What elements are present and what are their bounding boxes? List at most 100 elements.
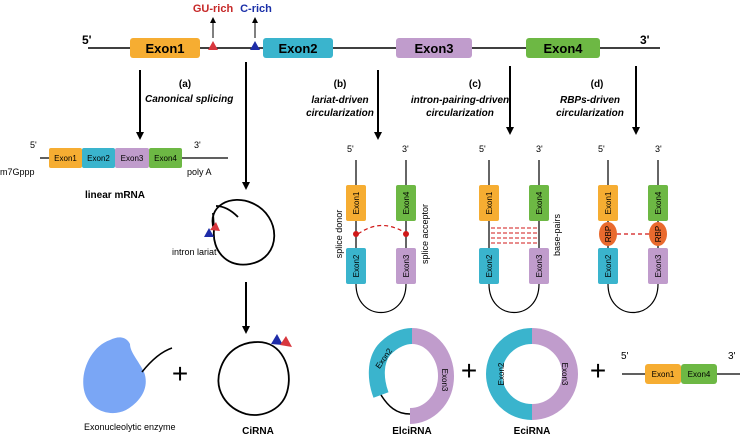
mrna-exon1: [49, 148, 82, 168]
panel-d-rbp-right-label: RBP: [654, 226, 663, 242]
panel-c-exon1-label: Exon1: [485, 191, 494, 214]
panel-d-exon4: [648, 185, 668, 221]
exon4-block: [526, 38, 600, 58]
step-d-line2: circularization: [556, 108, 624, 119]
panel-b-acceptor-dot: [403, 231, 409, 237]
splice-acceptor-label: splice acceptor: [420, 204, 430, 264]
enzyme-label: Exonucleolytic enzyme: [84, 422, 176, 432]
exon4-label: Exon4: [543, 41, 583, 56]
panel-d-exon1-label: Exon1: [604, 191, 613, 214]
exon3-block: [396, 38, 472, 58]
cirna: CiRNA: [217, 334, 292, 437]
mrna-exon4: [149, 148, 182, 168]
panel-d-rbp-left: [599, 222, 617, 246]
panel-c-five-prime: 5': [479, 144, 486, 154]
step-c-line1: intron-pairing-driven: [411, 95, 509, 106]
linear-product-exon1: [645, 364, 681, 384]
mrna-three-prime-label: 3': [194, 140, 201, 150]
panel-d-rbp-right: [649, 222, 667, 246]
mrna-exon1-label: Exon1: [54, 154, 77, 163]
step-a-label: Canonical splicing: [145, 94, 233, 105]
mrna-exon4-label: Exon4: [154, 154, 177, 163]
c-rich-label: C-rich: [240, 3, 272, 15]
linear-mrna: 5' 3' m7Gppp poly A Exon1 Exon2 Exon3 Ex…: [0, 140, 228, 201]
mrna-polya-label: poly A: [187, 167, 212, 177]
panel-b-exon4: [396, 185, 416, 221]
intron-lariat-label: intron lariat: [172, 247, 217, 257]
cirna-label: CiRNA: [242, 426, 274, 437]
ecirna-exon2-arc: [486, 328, 533, 420]
panel-b-exon4-label: Exon4: [402, 191, 411, 214]
panel-b-exon1-label: Exon1: [352, 191, 361, 214]
mrna-exon2: [82, 148, 115, 168]
panel-b-donor-dot: [353, 231, 359, 237]
panel-c-base-pair-lines: [491, 227, 537, 244]
panel-b-exon1: [346, 185, 366, 221]
panel-c-exon4-label: Exon4: [535, 191, 544, 214]
base-pairs-label: base-pairs: [552, 213, 562, 256]
enzyme-blob: [83, 337, 146, 414]
elcirna-exon2-arc: [368, 328, 413, 398]
mrna-exon3-label: Exon3: [121, 154, 144, 163]
splice-donor-label: splice donor: [334, 210, 344, 259]
step-d-line1: RBPs-driven: [560, 95, 620, 106]
exon1-label: Exon1: [145, 41, 184, 56]
linear-product-exon1-label: Exon1: [652, 370, 675, 379]
panel-c-three-prime: 3': [536, 144, 543, 154]
linear-product-exon4-label: Exon4: [688, 370, 711, 379]
panel-b-five-prime: 5': [347, 144, 354, 154]
plus-sign-1: +: [172, 358, 188, 389]
panel-d-exon2: [598, 248, 618, 284]
panel-b-exon3-label: Exon3: [402, 254, 411, 277]
elcirna-exon3-label: Exon3: [440, 369, 449, 392]
linear-product-exon4: [681, 364, 717, 384]
panel-c-exon2: [479, 248, 499, 284]
panel-d-five-prime: 5': [598, 144, 605, 154]
panel-b-exon2-label: Exon2: [352, 254, 361, 277]
panel-b-splice-link: [357, 224, 405, 235]
intron-lariat: intron lariat: [172, 199, 276, 266]
elcirna: Exon2 Exon3 ElciRNA: [368, 328, 455, 437]
linear-product-three-prime: 3': [728, 351, 736, 362]
panel-d-three-prime: 3': [655, 144, 662, 154]
mrna-cap-label: m7Gppp: [0, 167, 35, 177]
exonucleolytic-enzyme: Exonucleolytic enzyme: [83, 337, 176, 432]
elcirna-exon3-arc: [409, 328, 455, 424]
exon2-block: [263, 38, 333, 58]
exon1-block: [130, 38, 200, 58]
step-b-line2: circularization: [306, 108, 374, 119]
ecirna: Exon2 Exon3 EciRNA: [486, 328, 578, 437]
panel-c-intron-pairing: 5' 3' Exon1 Exon4 Exon2 Exon3 base-pairs: [479, 144, 562, 314]
panel-d-rbp-left-label: RBP: [604, 226, 613, 242]
ecirna-label: EciRNA: [514, 426, 551, 437]
step-c-line2: circularization: [426, 108, 494, 119]
panel-d-exon2-label: Exon2: [604, 254, 613, 277]
gene-three-prime-label: 3': [640, 33, 650, 47]
panel-c-exon1: [479, 185, 499, 221]
panel-c-exon2-label: Exon2: [485, 254, 494, 277]
linear-exon1-exon4: 5' 3' Exon1 Exon4: [621, 351, 740, 384]
mrna-five-prime-label: 5': [30, 140, 37, 150]
exon3-label: Exon3: [414, 41, 453, 56]
panel-d-exon3: [648, 248, 668, 284]
step-a-id: (a): [179, 79, 191, 90]
panel-d-exon1: [598, 185, 618, 221]
gu-rich-triangle: [208, 41, 218, 50]
panel-b-three-prime: 3': [402, 144, 409, 154]
lariat-red-triangle: [210, 222, 220, 231]
panel-d-exon4-label: Exon4: [654, 191, 663, 214]
panel-b-exon2: [346, 248, 366, 284]
panel-b-exon3: [396, 248, 416, 284]
cirna-red-triangle: [280, 336, 292, 347]
mrna-exon3: [115, 148, 149, 168]
panel-b-lariat-driven: 5' 3' Exon1 Exon4 Exon2 Exon3 splice don…: [334, 144, 430, 314]
linear-product-five-prime: 5': [621, 351, 629, 362]
step-c-id: (c): [469, 79, 481, 90]
panel-d-rbps-driven: 5' 3' Exon1 Exon4 RBP RBP Exon2 Exon3: [598, 144, 668, 314]
gene-five-prime-label: 5': [82, 33, 92, 47]
gu-rich-label: GU-rich: [193, 3, 234, 15]
step-d-id: (d): [591, 79, 604, 90]
panel-c-exon3: [529, 248, 549, 284]
panel-d-exon3-label: Exon3: [654, 254, 663, 277]
